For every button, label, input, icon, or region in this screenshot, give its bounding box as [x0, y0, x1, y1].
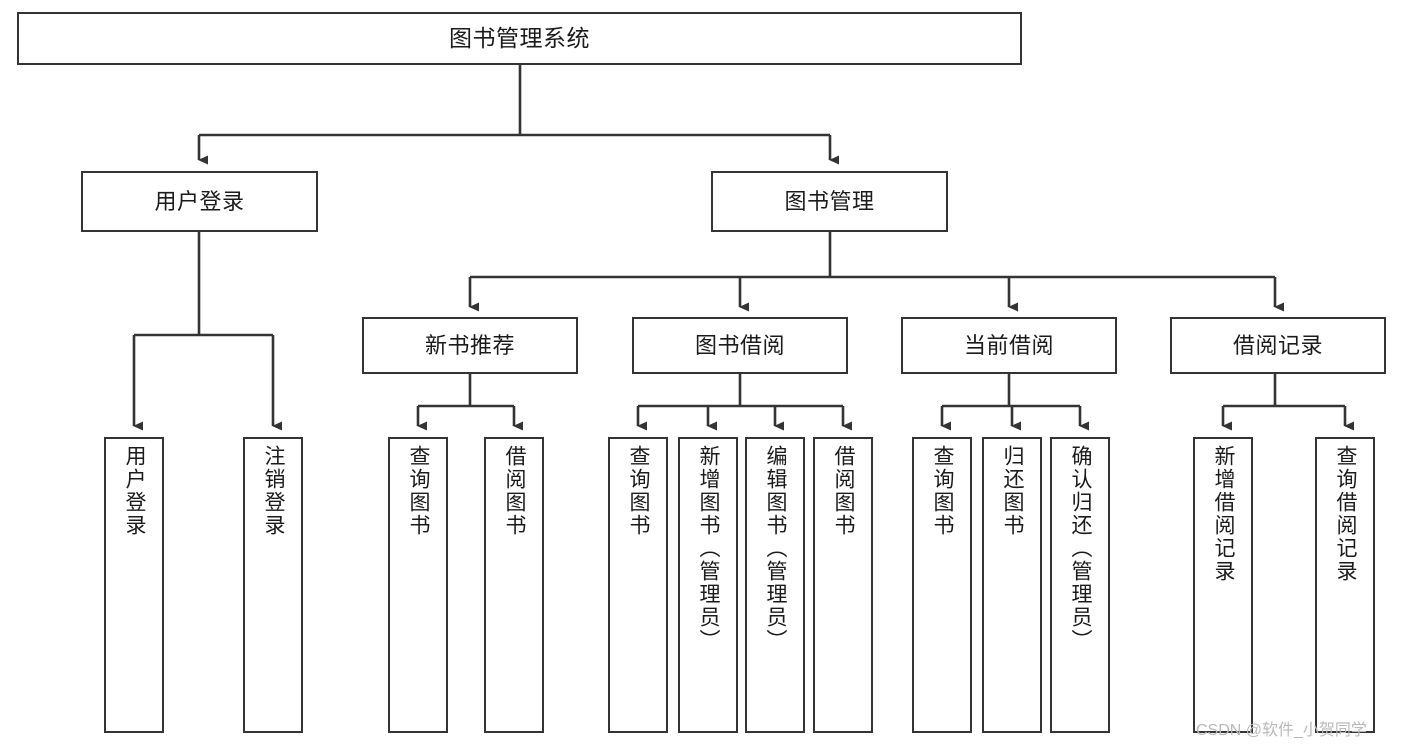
node-book-borrow-label: 图书借阅: [694, 332, 785, 358]
node-borrow-record[interactable]: 借阅记录: [1170, 317, 1386, 374]
node-leaf-newbook-query[interactable]: 查询图书: [388, 437, 448, 733]
node-leaf-user-login-signin-label: 用户登录: [123, 445, 147, 537]
node-leaf-record-add-label: 新增借阅记录: [1212, 445, 1236, 583]
node-leaf-borrow-query-label: 查询图书: [627, 445, 651, 537]
node-root-system[interactable]: 图书管理系统: [17, 12, 1022, 65]
node-book-borrow[interactable]: 图书借阅: [632, 317, 848, 374]
node-leaf-record-query-label: 查询借阅记录: [1334, 445, 1358, 583]
node-current-borrow-label: 当前借阅: [963, 332, 1054, 358]
node-leaf-current-query-label: 查询图书: [931, 445, 955, 537]
node-root-system-label: 图书管理系统: [449, 25, 590, 52]
node-leaf-newbook-borrow[interactable]: 借阅图书: [484, 437, 544, 733]
node-leaf-borrow-edit-book-label: 编辑图书（管理员）: [764, 445, 788, 652]
node-leaf-current-return-label: 归还图书: [1001, 445, 1025, 537]
node-leaf-record-query[interactable]: 查询借阅记录: [1315, 437, 1375, 733]
node-leaf-borrow-borrow-book-label: 借阅图书: [832, 445, 856, 537]
node-book-management[interactable]: 图书管理: [711, 171, 948, 232]
node-current-borrow[interactable]: 当前借阅: [901, 317, 1117, 374]
node-leaf-record-add[interactable]: 新增借阅记录: [1193, 437, 1253, 733]
node-leaf-borrow-edit-book[interactable]: 编辑图书（管理员）: [745, 437, 805, 733]
node-leaf-user-login-signout[interactable]: 注销登录: [243, 437, 303, 733]
node-book-management-label: 图书管理: [784, 188, 875, 214]
csdn-watermark: CSDN @软件_小贺同学: [1196, 722, 1367, 739]
node-leaf-current-return[interactable]: 归还图书: [982, 437, 1042, 733]
node-leaf-user-login-signout-label: 注销登录: [262, 445, 286, 537]
node-leaf-newbook-borrow-label: 借阅图书: [503, 445, 527, 537]
node-leaf-current-confirm-return-label: 确认归还（管理员）: [1069, 445, 1093, 652]
node-leaf-current-confirm-return[interactable]: 确认归还（管理员）: [1050, 437, 1110, 733]
node-user-login-label: 用户登录: [154, 188, 245, 214]
node-leaf-borrow-borrow-book[interactable]: 借阅图书: [813, 437, 873, 733]
node-leaf-borrow-add-book[interactable]: 新增图书（管理员）: [678, 437, 738, 733]
node-leaf-borrow-add-book-label: 新增图书（管理员）: [697, 445, 721, 652]
node-leaf-current-query[interactable]: 查询图书: [912, 437, 972, 733]
node-leaf-borrow-query[interactable]: 查询图书: [608, 437, 668, 733]
node-leaf-user-login-signin[interactable]: 用户登录: [104, 437, 164, 733]
node-leaf-newbook-query-label: 查询图书: [407, 445, 431, 537]
node-user-login[interactable]: 用户登录: [81, 171, 318, 232]
node-new-book-recommend-label: 新书推荐: [424, 332, 515, 358]
node-new-book-recommend[interactable]: 新书推荐: [362, 317, 578, 374]
node-borrow-record-label: 借阅记录: [1232, 332, 1323, 358]
